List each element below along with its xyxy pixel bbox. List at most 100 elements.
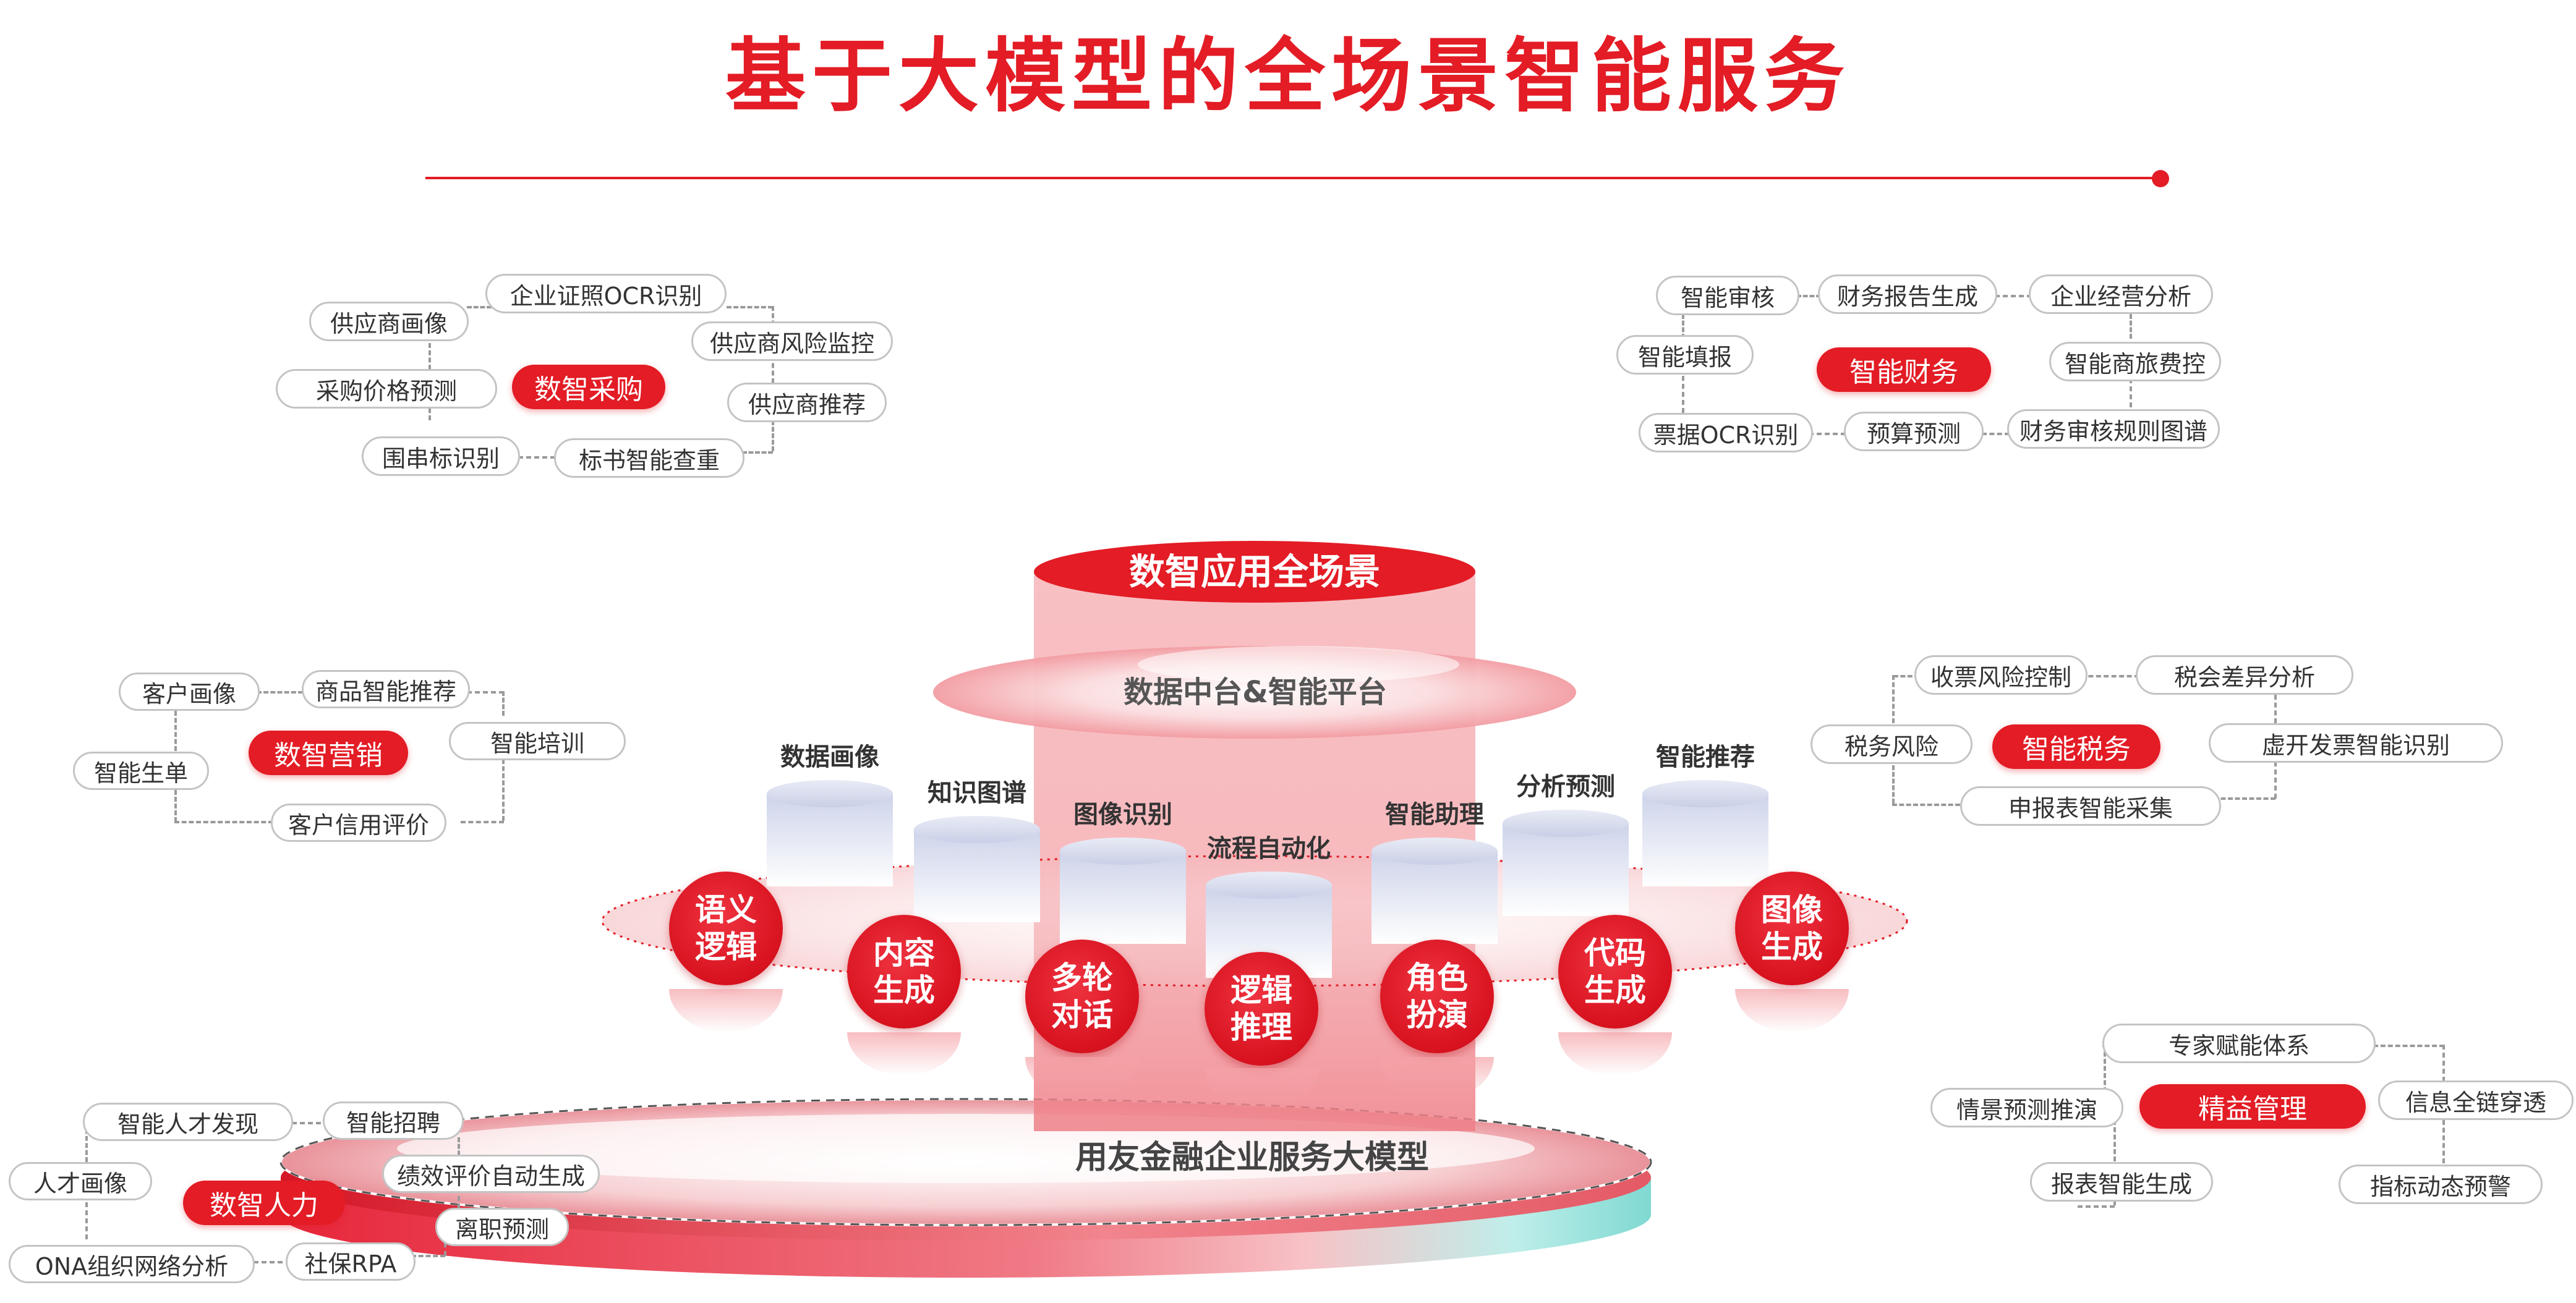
connector (458, 1196, 460, 1208)
connector (2274, 695, 2277, 723)
connector (1892, 765, 1895, 804)
node-smart-audit: 智能审核 (1656, 276, 1799, 315)
cylinder-data-portrait: 数据画像 (767, 743, 893, 891)
node-business-analysis: 企业经营分析 (2029, 274, 2213, 314)
connector (1982, 433, 2010, 435)
connector (1893, 675, 1934, 677)
node-fake-invoice: 虚开发票智能识别 (2209, 723, 2503, 763)
base-label: 用友金融企业服务大模型 (1075, 1139, 1429, 1176)
hub-hr: 数智人力 (183, 1181, 345, 1225)
cylinder-smart-assistant: 智能助理 (1371, 800, 1498, 949)
platform-label: 数据中台&智能平台 (1124, 675, 1387, 710)
cylinder-label: 数据画像 (780, 743, 879, 771)
platform-highlight (1138, 646, 1459, 683)
node-performance-auto: 绩效评价自动生成 (382, 1155, 600, 1193)
node-customer-portrait: 客户画像 (119, 673, 260, 711)
connector (2274, 762, 2277, 799)
node-bid-rigging: 围串标识别 (362, 436, 520, 476)
cylinder-analysis-forecast: 分析预测 (1503, 773, 1629, 921)
connector (85, 1122, 88, 1162)
connector (458, 1137, 460, 1162)
node-budget-forecast: 预算预测 (1844, 412, 1984, 451)
connector (2078, 1205, 2115, 1208)
connector (2104, 1045, 2106, 1106)
node-tax-diff: 税会差异分析 (2136, 655, 2353, 695)
connector (174, 711, 177, 751)
connector (292, 1122, 329, 1124)
connector (2442, 1120, 2445, 1163)
capability-ball: 内容生成 (847, 915, 961, 1029)
node-enterprise-ocr: 企业证照OCR识别 (485, 274, 727, 313)
connector (772, 355, 774, 383)
top-scene-label: 数智应用全场景 (1128, 551, 1380, 593)
capability-ball: 角色扮演 (1380, 940, 1494, 1053)
node-report-auto: 报表智能生成 (2030, 1162, 2213, 1202)
connector (1796, 295, 1821, 297)
connector (2442, 1045, 2445, 1082)
capability-ball: 逻辑推理 (1205, 952, 1318, 1066)
node-declaration-collect: 申报表智能采集 (1960, 786, 2221, 826)
node-price-forecast: 采购价格预测 (276, 369, 497, 409)
cylinder-smart-recommend: 智能推荐 (1642, 743, 1768, 891)
node-smart-training: 智能培训 (449, 722, 626, 760)
node-info-trace: 信息全链穿透 (2378, 1080, 2574, 1120)
connector (1682, 314, 1684, 339)
capability-ball: 多轮对话 (1025, 940, 1139, 1053)
cylinder-knowledge-graph: 知识图谱 (914, 779, 1040, 927)
cylinder-label: 智能推荐 (1656, 743, 1755, 771)
connector (444, 1242, 446, 1256)
hub-finance: 智能财务 (1817, 347, 1991, 392)
connector (85, 1202, 88, 1239)
node-product-recommend: 商品智能推荐 (302, 670, 470, 708)
connector (174, 821, 273, 823)
connector (2130, 314, 2132, 339)
capability-ball: 语义逻辑 (669, 872, 783, 985)
node-supplier-risk: 供应商风险监控 (691, 321, 893, 361)
hub-procurement: 数智采购 (512, 365, 665, 409)
hub-marketing: 数智营销 (249, 731, 408, 775)
title-underline (425, 177, 2163, 179)
node-finance-report: 财务报告生成 (1818, 274, 1997, 314)
connector (2214, 797, 2275, 800)
node-invoice-ocr: 票据OCR识别 (1639, 413, 1813, 452)
node-travel-expense: 智能商旅费控 (2049, 342, 2221, 381)
node-smart-recruit: 智能招聘 (323, 1101, 464, 1140)
connector (1682, 376, 1684, 413)
connector (502, 691, 505, 716)
cylinder-label: 知识图谱 (928, 779, 1026, 807)
capability-ball: 图像生成 (1735, 872, 1849, 985)
cylinder-label: 分析预测 (1516, 773, 1615, 801)
connector (1892, 804, 1960, 806)
connector (254, 1261, 291, 1263)
node-tax-risk: 税务风险 (1810, 724, 1973, 764)
node-indicator-warning: 指标动态预警 (2339, 1165, 2543, 1204)
node-social-rpa: 社保RPA (286, 1242, 416, 1281)
connector (411, 1255, 445, 1257)
node-supplier-portrait: 供应商画像 (309, 302, 469, 341)
connector (2113, 1113, 2116, 1205)
cylinder-label: 图像识别 (1073, 800, 1172, 829)
connector (257, 691, 303, 694)
node-credit-rating: 客户信用评价 (271, 804, 446, 842)
node-receipt-risk: 收票风险控制 (1914, 655, 2088, 695)
node-supplier-recommend: 供应商推荐 (727, 383, 887, 422)
connector (2065, 675, 2139, 677)
cylinder-label: 流程自动化 (1207, 834, 1331, 863)
connector (1892, 675, 1895, 723)
hub-lean: 精益管理 (2139, 1084, 2366, 1129)
node-talent-discovery: 智能人才发现 (83, 1103, 293, 1141)
cylinder-image-recognition: 图像识别 (1060, 800, 1186, 949)
beam-top-ellipse (1034, 541, 1475, 603)
node-bid-dup-check: 标书智能查重 (554, 438, 744, 478)
node-smart-order: 智能生单 (73, 752, 209, 790)
connector (772, 420, 774, 451)
cylinder-label: 智能助理 (1385, 800, 1484, 829)
node-talent-portrait: 人才画像 (9, 1162, 152, 1200)
connector (467, 306, 492, 308)
node-turnover-forecast: 离职预测 (435, 1208, 569, 1246)
hub-tax: 智能税务 (1992, 724, 2160, 769)
connector (742, 451, 773, 454)
connector (1809, 433, 1846, 435)
node-expert-system: 专家赋能体系 (2102, 1024, 2376, 1063)
node-audit-rule-graph: 财务审核规则图谱 (2007, 409, 2220, 449)
